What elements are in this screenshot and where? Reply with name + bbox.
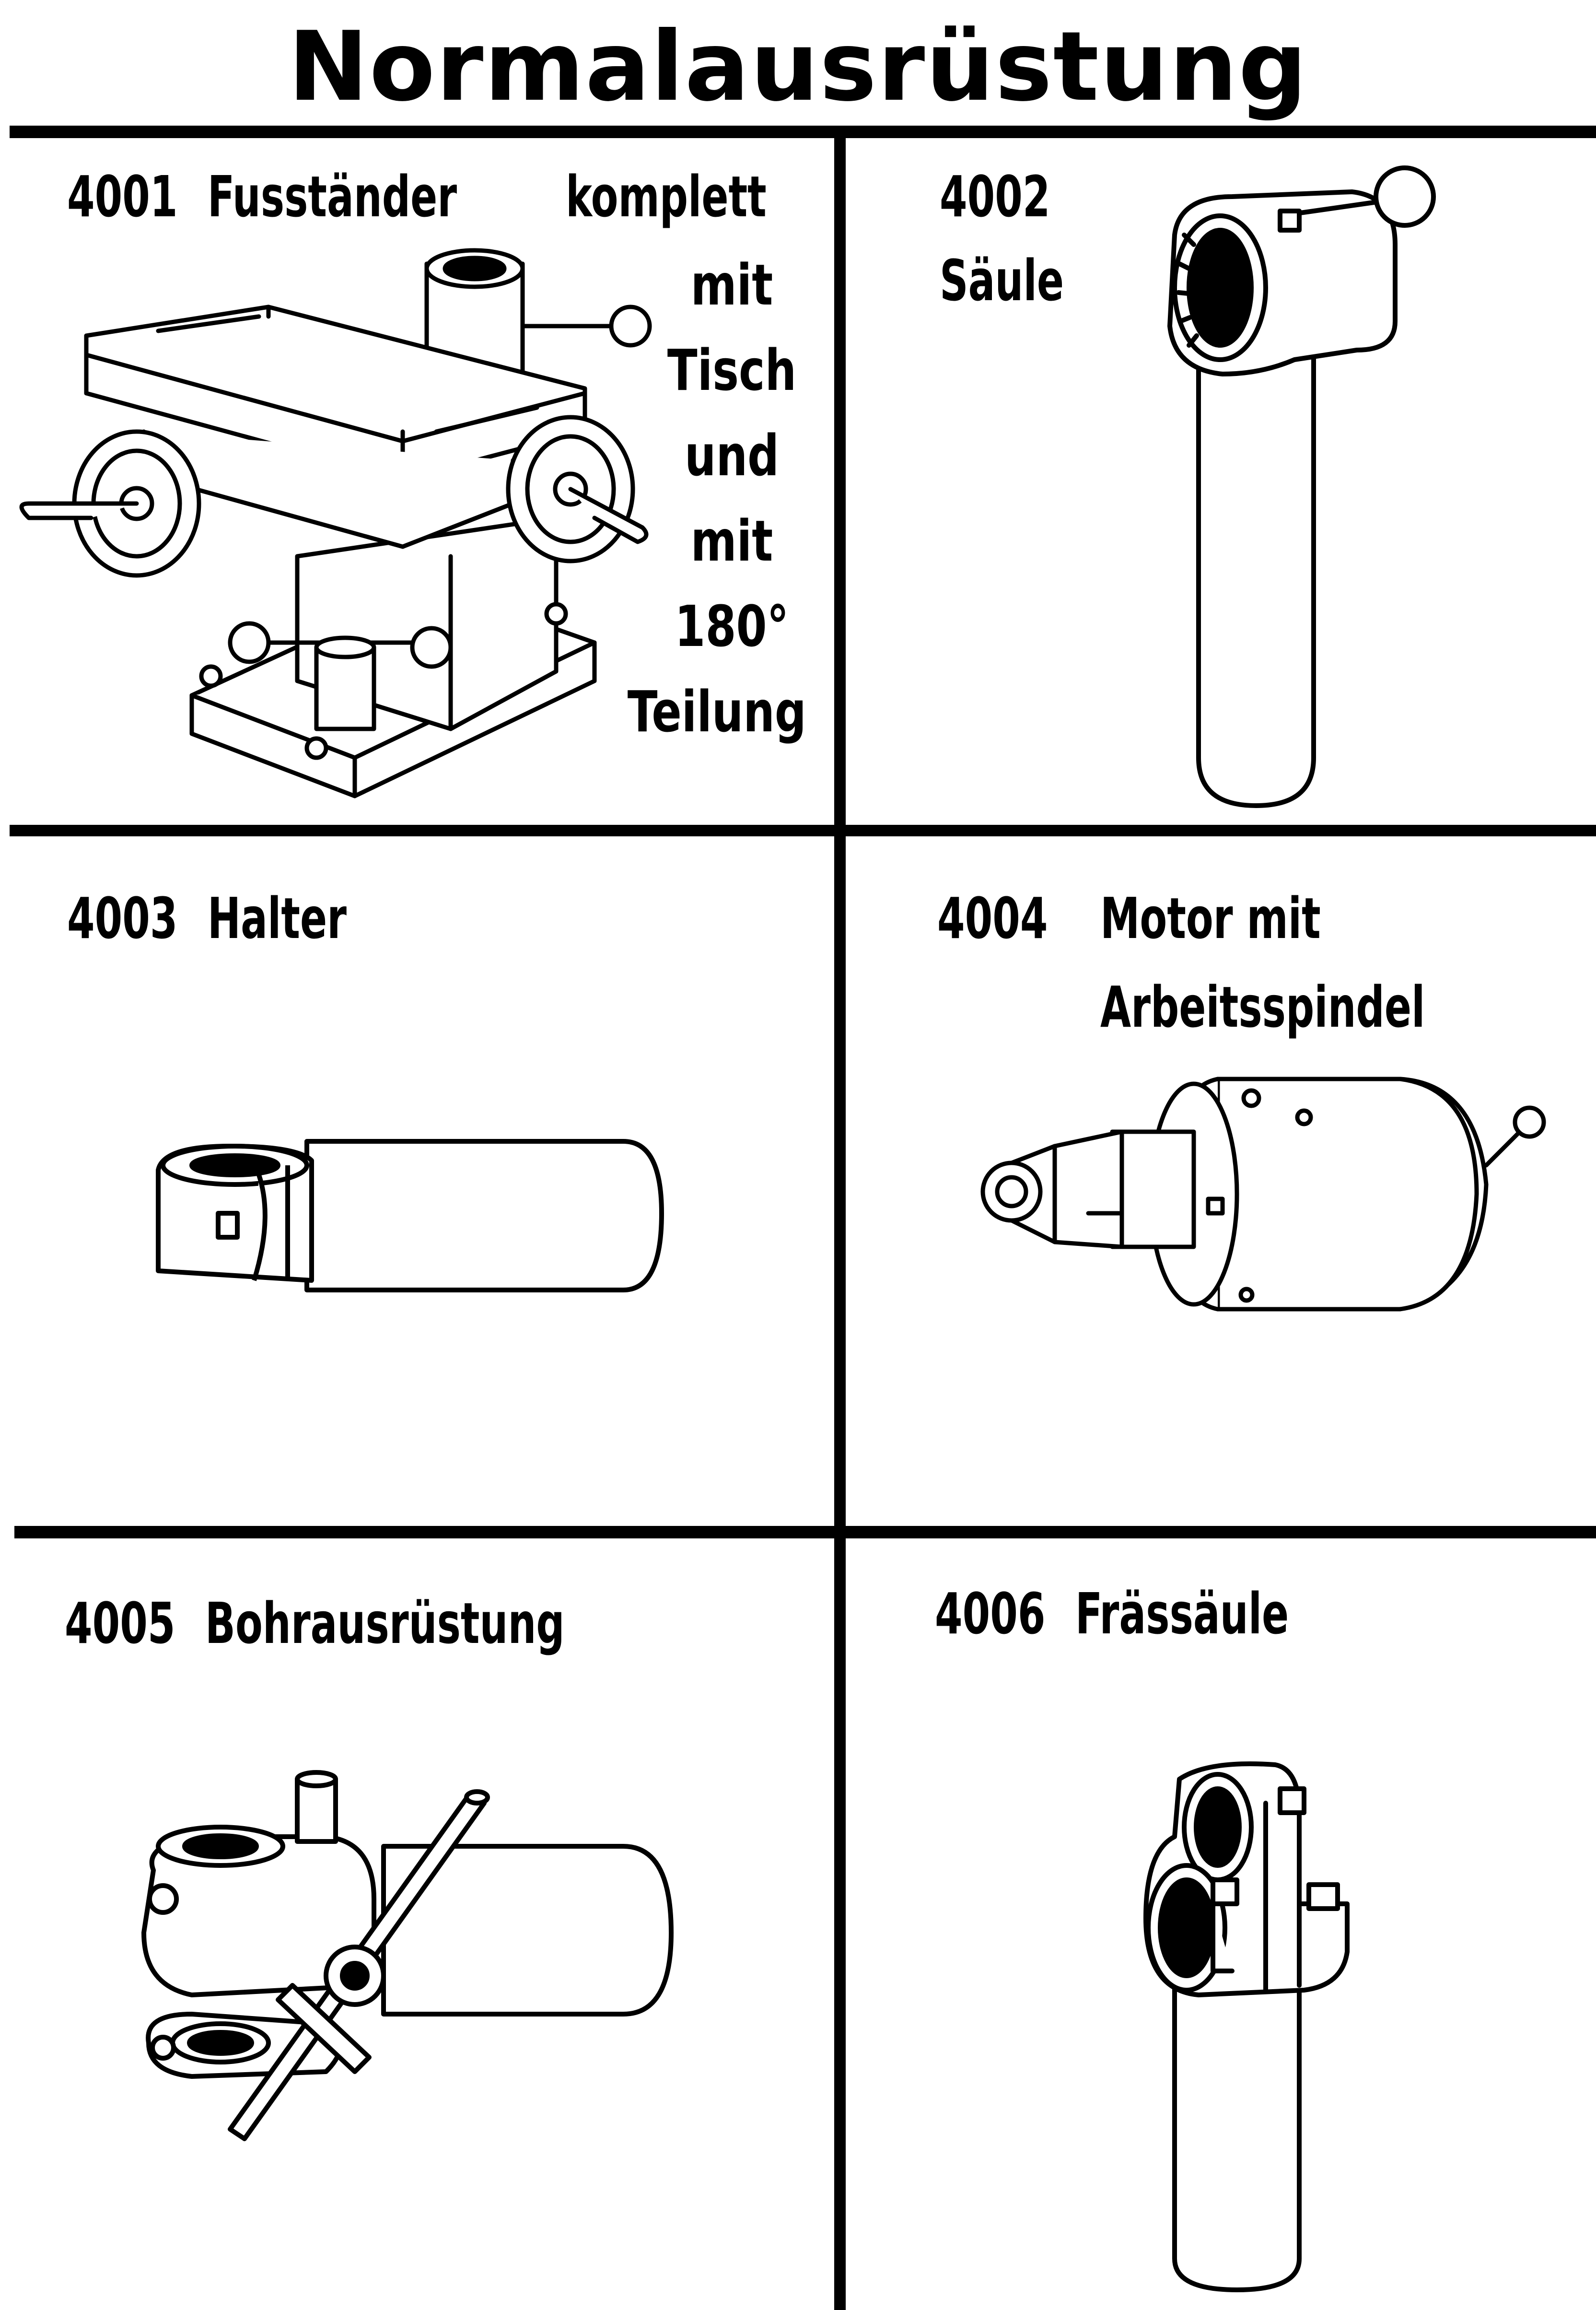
desc-line: mit <box>690 252 773 318</box>
item-number: 4004 <box>937 885 1048 951</box>
milling-column-illustration <box>1141 1760 1410 2292</box>
column-illustration <box>1136 168 1443 810</box>
page-title: Normalausrüstung <box>288 11 1308 123</box>
item-number: 4001 <box>67 164 178 230</box>
desc-line: Tisch <box>667 337 797 403</box>
item-number: 4005 <box>65 1590 175 1656</box>
item-number: 4002 <box>940 164 1050 230</box>
holder-illustration <box>153 1137 671 1300</box>
drilling-attachment-illustration <box>134 1774 681 2139</box>
center-divider <box>834 126 846 2310</box>
item-label: 4001 Fusständer <box>67 165 457 228</box>
item-name: Säule <box>940 247 1064 314</box>
row-divider-2 <box>14 1526 1596 1538</box>
item-extra: komplett <box>566 164 767 230</box>
item-name: Frässäule <box>1075 1581 1289 1647</box>
item-label: 4005 Bohrausrüstung <box>65 1592 565 1654</box>
item-number: 4006 <box>935 1581 1046 1647</box>
item-name-line-1: Motor mit <box>1100 885 1321 951</box>
desc-line: mit <box>690 508 773 574</box>
top-divider <box>10 126 1596 138</box>
milling-stand-illustration <box>19 249 623 796</box>
item-name: Halter <box>207 885 347 951</box>
item-number: 4003 <box>67 885 178 951</box>
item-name-line-2: Arbeitsspindel <box>1100 974 1425 1040</box>
row-divider-1 <box>10 825 1596 836</box>
desc-line: und <box>685 422 779 489</box>
item-label: 4003 Halter <box>67 887 347 950</box>
item-label: 4006 Frässäule <box>935 1583 1289 1645</box>
desc-line: Teilung <box>627 679 806 745</box>
motor-spindle-illustration <box>968 1069 1549 1319</box>
item-name: Bohrausrüstung <box>205 1590 565 1656</box>
desc-line: 180° <box>675 593 789 659</box>
item-name: Fusständer <box>207 164 457 230</box>
item-description: mit Tisch und mit 180° Teilung <box>628 242 806 754</box>
